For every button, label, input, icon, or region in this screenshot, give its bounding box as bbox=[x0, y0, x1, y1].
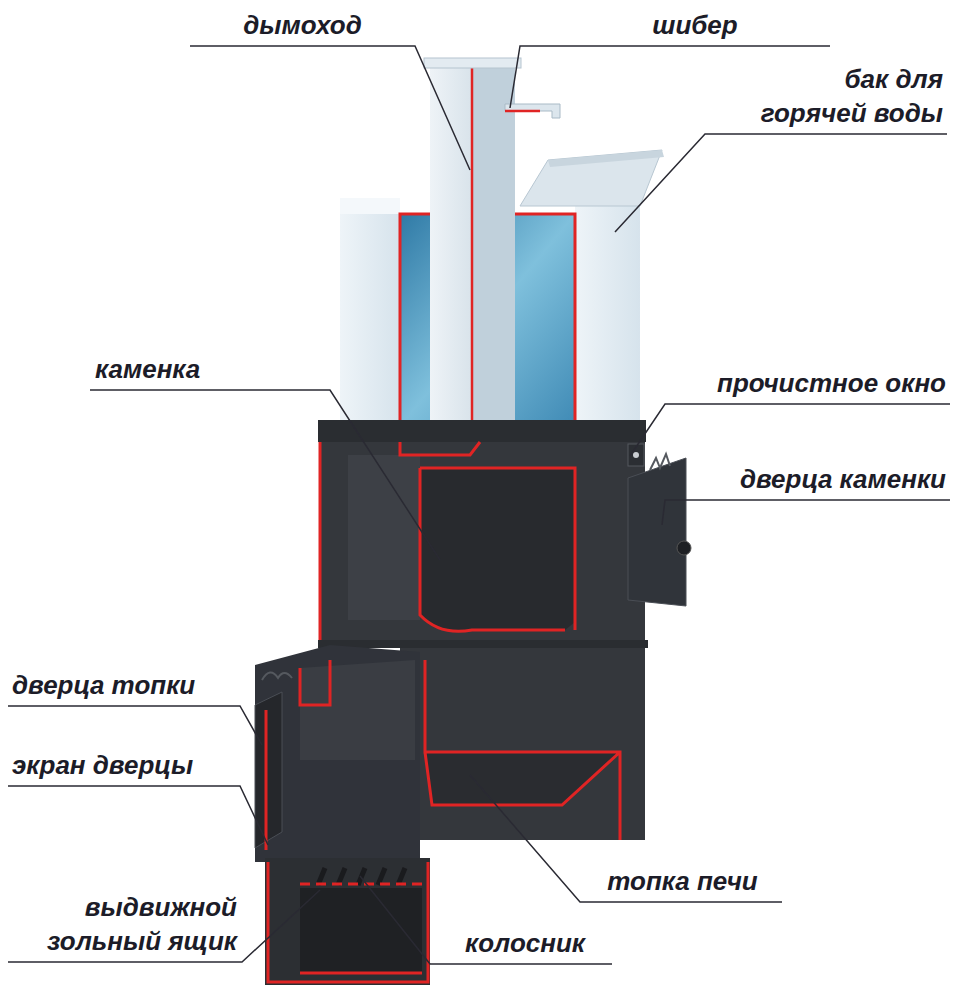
cut-edge bbox=[300, 660, 330, 705]
callout-label: каменка bbox=[95, 352, 325, 386]
leader-line bbox=[360, 876, 612, 964]
stove-body bbox=[400, 647, 645, 840]
callout-label: бак для горячей воды bbox=[748, 62, 943, 130]
callout-label: колосник bbox=[440, 926, 610, 960]
grate-cut bbox=[300, 883, 422, 886]
leader-line bbox=[615, 134, 947, 232]
leader-line bbox=[8, 890, 320, 962]
damper bbox=[505, 104, 560, 118]
ash-box bbox=[265, 858, 430, 985]
firebox-front bbox=[255, 645, 420, 862]
callout-label: дверца топки bbox=[12, 668, 242, 702]
door-handle bbox=[677, 541, 691, 555]
cut-edge bbox=[471, 62, 474, 434]
leader-line bbox=[470, 775, 782, 902]
door-screen bbox=[265, 710, 268, 850]
top-plate bbox=[318, 420, 646, 442]
callout-label: выдвижной зольный ящик bbox=[37, 890, 237, 958]
tank-lid-edge bbox=[548, 150, 664, 167]
tank-face bbox=[340, 198, 400, 426]
leader-line bbox=[8, 786, 268, 845]
cut-edge bbox=[400, 214, 430, 426]
stove-body bbox=[320, 442, 645, 647]
callout-label: прочистное окно bbox=[656, 366, 946, 400]
callout-label: дверца каменки bbox=[656, 462, 946, 496]
cut-edge bbox=[515, 214, 575, 426]
tank-top bbox=[340, 198, 400, 214]
leader-line bbox=[8, 706, 262, 745]
bolt bbox=[633, 452, 639, 458]
door-ornament bbox=[650, 454, 670, 470]
cut-edge bbox=[320, 442, 575, 640]
grate-bars bbox=[318, 868, 405, 885]
cut-edge bbox=[505, 110, 540, 113]
joint-plate bbox=[318, 640, 648, 648]
callout-label: топка печи bbox=[585, 864, 780, 898]
door-ornament bbox=[262, 672, 292, 680]
chimney-collar bbox=[424, 58, 521, 68]
inner-wall bbox=[348, 455, 420, 620]
leader-line bbox=[630, 404, 950, 456]
leader-line bbox=[190, 46, 470, 170]
leader-line bbox=[662, 500, 950, 525]
cut-edge bbox=[400, 442, 480, 455]
tank-face bbox=[575, 198, 640, 426]
kamenka-door bbox=[628, 458, 686, 606]
firebox-inner bbox=[300, 660, 415, 760]
callout-label: шибер bbox=[560, 8, 830, 42]
callout-label: дымоход bbox=[190, 8, 415, 42]
leader-line bbox=[90, 390, 440, 560]
cut-edge bbox=[268, 862, 428, 982]
kamenka-cavity bbox=[420, 468, 575, 631]
chimney-pipe bbox=[430, 62, 515, 434]
chimney-inner bbox=[472, 62, 515, 434]
callout-label: экран дверцы bbox=[12, 748, 242, 782]
cut-edge bbox=[425, 660, 620, 840]
